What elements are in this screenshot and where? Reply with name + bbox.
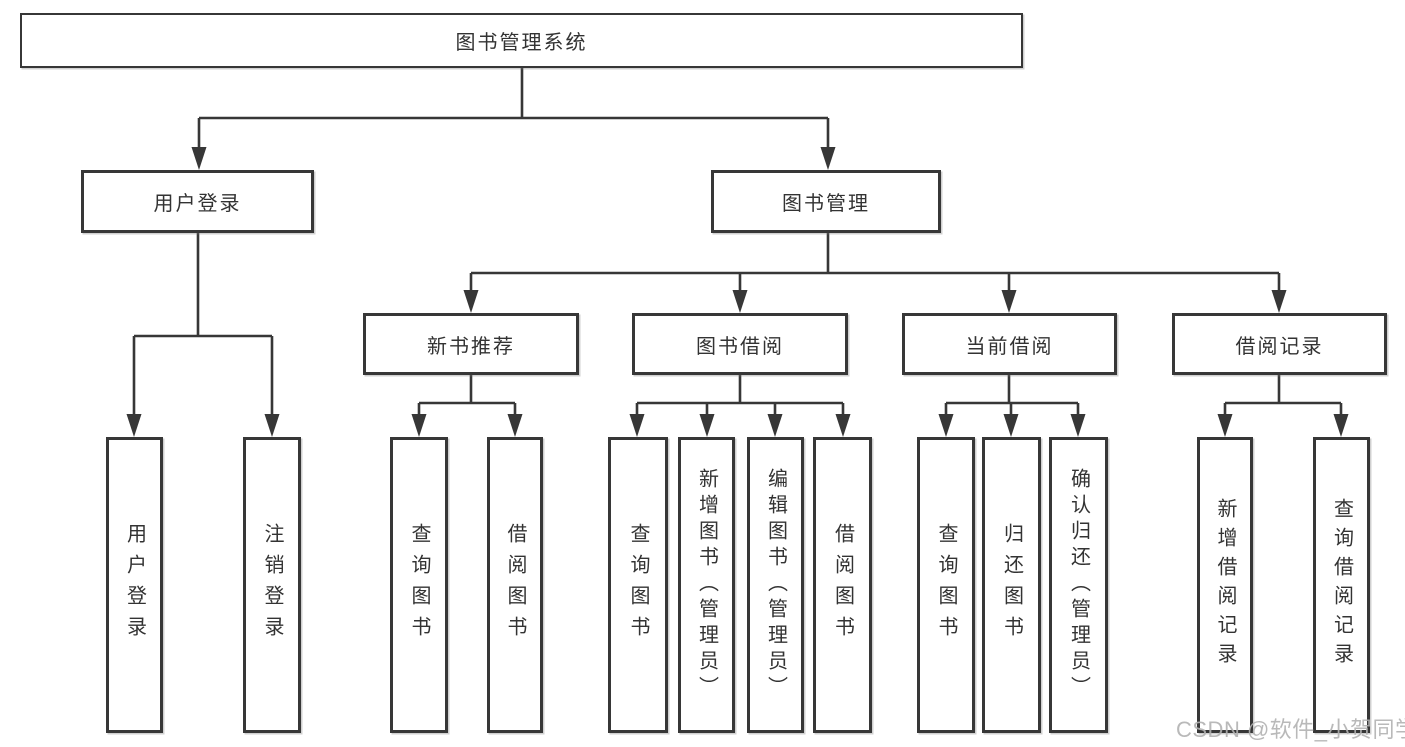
leaf-return-books: 归还图书: [982, 437, 1041, 733]
leaf-query-books-recommend: 查询图书: [390, 437, 448, 733]
leaf-add-book-admin: 新增图书（管理员）: [678, 437, 735, 733]
leaf-borrow-books: 借阅图书: [813, 437, 872, 733]
node-book-borrow: 图书借阅: [632, 313, 848, 375]
node-user-login: 用户登录: [81, 170, 314, 233]
node-current-borrow: 当前借阅: [902, 313, 1117, 375]
edges-book-management: [463, 233, 1287, 313]
leaf-borrow-books-recommend: 借阅图书: [487, 437, 543, 733]
leaf-add-borrow-record-label: 新增借阅记录: [1214, 498, 1236, 672]
leaf-add-book-admin-label: 新增图书（管理员）: [695, 468, 718, 702]
node-borrow-records-label: 借阅记录: [1235, 335, 1324, 358]
leaf-query-books-current-label: 查询图书: [935, 523, 957, 647]
leaf-confirm-return-admin: 确认归还（管理员）: [1049, 437, 1108, 733]
leaf-borrow-books-label: 借阅图书: [831, 523, 854, 647]
edges-book-borrow: [629, 375, 851, 437]
leaf-edit-book-admin: 编辑图书（管理员）: [747, 437, 804, 733]
leaf-edit-book-admin-label: 编辑图书（管理员）: [764, 468, 787, 702]
leaf-query-books-borrow-label: 查询图书: [627, 523, 649, 647]
node-book-borrow-label: 图书借阅: [696, 335, 784, 358]
leaf-user-login-label: 用户登录: [123, 523, 146, 647]
leaf-user-login: 用户登录: [106, 437, 163, 733]
leaf-add-borrow-record: 新增借阅记录: [1197, 437, 1253, 733]
node-current-borrow-label: 当前借阅: [965, 335, 1054, 358]
node-library-system-label: 图书管理系统: [455, 32, 588, 54]
node-new-book-recommend-label: 新书推荐: [427, 335, 515, 358]
node-user-login-label: 用户登录: [153, 193, 242, 215]
edges-borrow-records: [1217, 375, 1349, 437]
leaf-borrow-books-recommend-label: 借阅图书: [504, 523, 526, 647]
leaf-logout-label: 注销登录: [261, 523, 283, 647]
node-borrow-records: 借阅记录: [1172, 313, 1387, 375]
leaf-query-borrow-record-label: 查询借阅记录: [1330, 498, 1353, 672]
node-book-management-label: 图书管理: [782, 193, 870, 215]
leaf-query-borrow-record: 查询借阅记录: [1313, 437, 1370, 733]
node-book-management: 图书管理: [711, 170, 941, 233]
edges-new-book-recommend: [411, 375, 523, 437]
node-new-book-recommend: 新书推荐: [363, 313, 579, 375]
leaf-confirm-return-admin-label: 确认归还（管理员）: [1067, 468, 1090, 702]
csdn-watermark: CSDN @软件_小贺同学: [1176, 717, 1405, 742]
leaf-query-books-recommend-label: 查询图书: [408, 523, 430, 647]
leaf-return-books-label: 归还图书: [1000, 523, 1023, 647]
leaf-query-books-current: 查询图书: [917, 437, 975, 733]
edges-current-borrow: [938, 375, 1086, 437]
leaf-query-books-borrow: 查询图书: [608, 437, 668, 733]
node-library-system: 图书管理系统: [20, 13, 1023, 68]
leaf-logout: 注销登录: [243, 437, 301, 733]
edges-root: [191, 68, 836, 170]
edges-user-login: [126, 233, 280, 437]
